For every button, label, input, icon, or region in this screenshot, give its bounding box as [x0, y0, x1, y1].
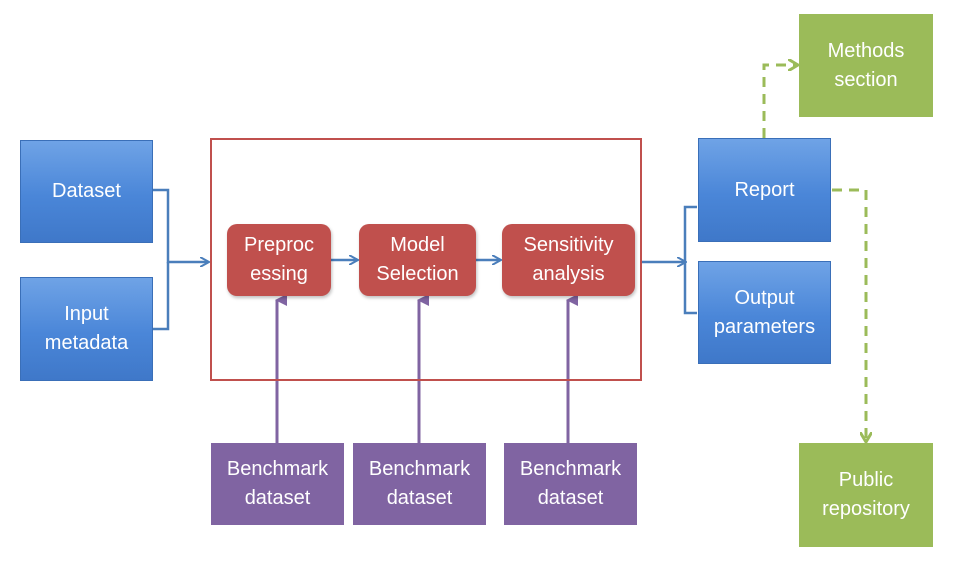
- sensitivity-analysis-box: Sensitivity analysis: [502, 224, 635, 296]
- pipeline-frame: [210, 138, 642, 381]
- model-selection-box: Model Selection: [359, 224, 476, 296]
- methods-section-box: Methods section: [799, 14, 933, 117]
- benchmark-dataset-box-1: Benchmark dataset: [211, 443, 344, 525]
- benchmark-dataset-box-2: Benchmark dataset: [353, 443, 486, 525]
- connector-branch-to-report: [683, 205, 697, 315]
- output-parameters-box: Output parameters: [698, 261, 831, 364]
- connector-report-to-repository: [832, 188, 866, 440]
- benchmark-dataset-box-3: Benchmark dataset: [504, 443, 637, 525]
- input-metadata-box: Input metadata: [20, 277, 153, 381]
- connector-dataset-to-pipeline: [153, 188, 208, 262]
- connector-report-to-methods: [762, 65, 796, 138]
- dataset-box: Dataset: [20, 140, 153, 243]
- report-box: Report: [698, 138, 831, 242]
- public-repository-box: Public repository: [799, 443, 933, 547]
- connector-metadata-to-pipeline: [153, 262, 170, 331]
- preprocessing-box: Preproc essing: [227, 224, 331, 296]
